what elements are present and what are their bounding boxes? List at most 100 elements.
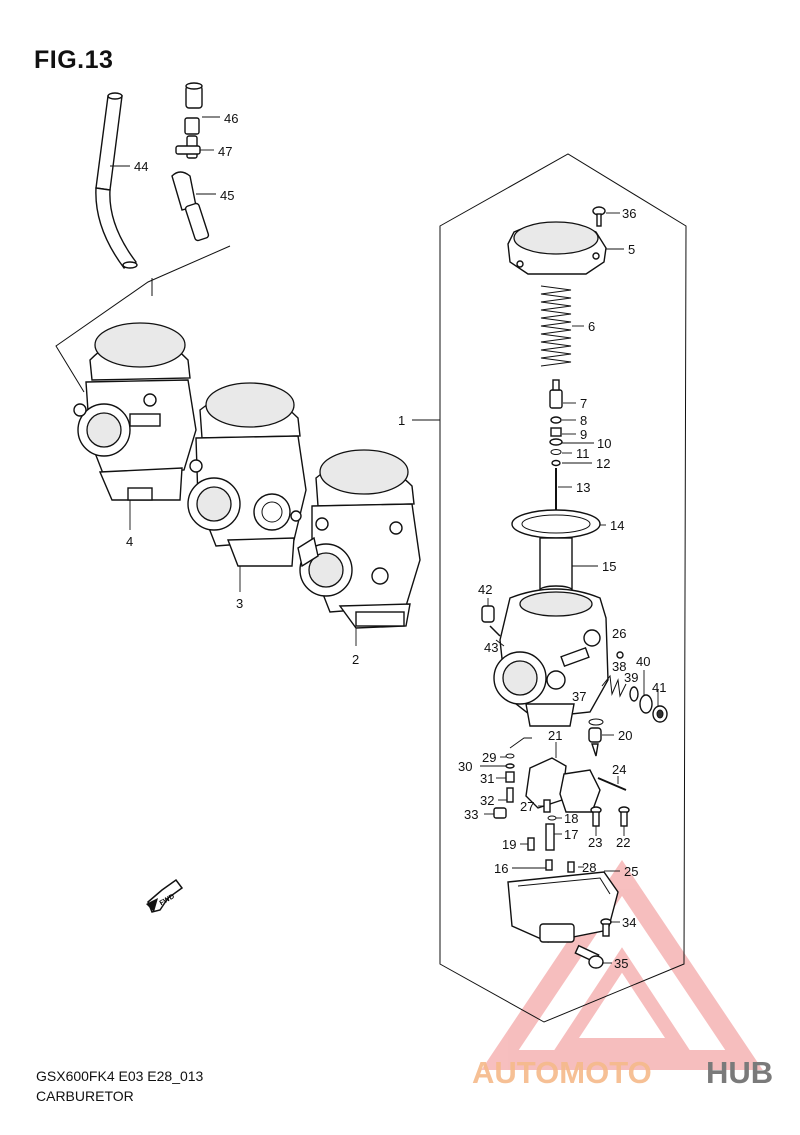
callout-30: 30 bbox=[458, 759, 472, 774]
watermark-text-part1: AUTOMOTO bbox=[472, 1055, 652, 1090]
assembly-bracket bbox=[55, 245, 231, 393]
callout-47: 47 bbox=[218, 144, 232, 159]
screw-16 bbox=[545, 859, 553, 871]
washer-10 bbox=[549, 438, 563, 446]
spring-6 bbox=[540, 285, 572, 367]
fwd-arrow-icon bbox=[146, 878, 184, 913]
watermark-text-part2: HUB bbox=[706, 1055, 773, 1090]
callout-34: 34 bbox=[622, 915, 636, 930]
callout-39: 39 bbox=[624, 670, 638, 685]
callout-18: 18 bbox=[564, 811, 578, 826]
hose-44 bbox=[95, 92, 138, 269]
callout-24: 24 bbox=[612, 762, 626, 777]
callout-6: 6 bbox=[588, 319, 595, 334]
callout-1: 1 bbox=[398, 413, 405, 428]
callout-5: 5 bbox=[628, 242, 635, 257]
footer-name: CARBURETOR bbox=[36, 1088, 134, 1104]
callout-13: 13 bbox=[576, 480, 590, 495]
callout-19: 19 bbox=[502, 837, 516, 852]
callout-35: 35 bbox=[614, 956, 628, 971]
callout-38: 38 bbox=[612, 659, 626, 674]
spring-38 bbox=[601, 674, 627, 698]
watermark: AUTOMOTO HUB bbox=[472, 1055, 773, 1090]
callout-32: 32 bbox=[480, 793, 494, 808]
callout-40: 40 bbox=[636, 654, 650, 669]
callout-44: 44 bbox=[134, 159, 148, 174]
spring-31 bbox=[505, 771, 515, 783]
carburetor-body bbox=[493, 588, 609, 727]
carburetor-3 bbox=[187, 382, 307, 567]
cap-33 bbox=[493, 807, 507, 819]
needle-valve-20 bbox=[588, 718, 604, 757]
callout-23: 23 bbox=[588, 835, 602, 850]
callout-9: 9 bbox=[580, 427, 587, 442]
screw-23 bbox=[590, 806, 602, 827]
callout-29: 29 bbox=[482, 750, 496, 765]
jet-19 bbox=[527, 837, 535, 851]
callout-14: 14 bbox=[610, 518, 624, 533]
piston-15 bbox=[539, 537, 573, 595]
float-21 bbox=[525, 742, 601, 813]
callout-labels: 1 2 3 4 5 6 7 8 9 10 11 12 13 14 15 16 1… bbox=[126, 111, 666, 971]
jet-27 bbox=[543, 799, 551, 813]
callout-25: 25 bbox=[624, 864, 638, 879]
footer-code: GSX600FK4 E03 E28_013 bbox=[36, 1068, 204, 1084]
callout-2: 2 bbox=[352, 652, 359, 667]
needle-holder-7 bbox=[549, 379, 563, 409]
watermark-triangle bbox=[481, 860, 763, 1070]
o-ring-29 bbox=[505, 753, 515, 759]
callout-21: 21 bbox=[548, 728, 562, 743]
callout-11: 11 bbox=[576, 446, 590, 461]
carburetor-4 bbox=[73, 322, 197, 501]
o-ring-18 bbox=[547, 815, 557, 821]
callout-37: 37 bbox=[572, 689, 586, 704]
callout-33: 33 bbox=[464, 807, 478, 822]
washer-12 bbox=[551, 459, 561, 467]
screw-26 bbox=[616, 651, 624, 659]
washer-30 bbox=[505, 763, 515, 769]
callout-20: 20 bbox=[618, 728, 632, 743]
callout-17: 17 bbox=[564, 827, 578, 842]
diaphragm-14 bbox=[511, 509, 601, 539]
float-chamber-25 bbox=[507, 871, 619, 943]
hose-45-46-47 bbox=[171, 82, 210, 242]
pin-43 bbox=[489, 625, 501, 637]
callout-10: 10 bbox=[597, 436, 611, 451]
carburetor-2 bbox=[297, 449, 421, 629]
callout-28: 28 bbox=[582, 860, 596, 875]
callout-8: 8 bbox=[580, 413, 587, 428]
screw-28 bbox=[567, 861, 575, 873]
exploded-bracket bbox=[439, 153, 687, 1023]
callout-22: 22 bbox=[616, 835, 630, 850]
screw-32 bbox=[506, 787, 514, 803]
float-pin-24 bbox=[597, 777, 627, 791]
callout-12: 12 bbox=[596, 456, 610, 471]
screw-34 bbox=[600, 918, 612, 937]
callout-36: 36 bbox=[622, 206, 636, 221]
callout-3: 3 bbox=[236, 596, 243, 611]
screw-40 bbox=[639, 694, 653, 714]
callout-7: 7 bbox=[580, 396, 587, 411]
callout-41: 41 bbox=[652, 680, 666, 695]
drain-screw-35 bbox=[574, 944, 604, 969]
callout-45: 45 bbox=[220, 188, 234, 203]
callout-4: 4 bbox=[126, 534, 133, 549]
washer-39 bbox=[629, 686, 639, 702]
callout-46: 46 bbox=[224, 111, 238, 126]
callout-16: 16 bbox=[494, 861, 508, 876]
washer-8 bbox=[550, 416, 562, 424]
screw-22 bbox=[618, 806, 630, 827]
spring-9 bbox=[550, 427, 562, 437]
cap-42 bbox=[481, 605, 495, 623]
callout-42: 42 bbox=[478, 582, 492, 597]
callout-26: 26 bbox=[612, 626, 626, 641]
callout-31: 31 bbox=[480, 771, 494, 786]
clip-11 bbox=[550, 449, 562, 455]
callout-43: 43 bbox=[484, 640, 498, 655]
top-cap-5 bbox=[507, 221, 607, 275]
callout-27: 27 bbox=[520, 799, 534, 814]
screw-36 bbox=[592, 206, 606, 227]
figure-title: FIG.13 bbox=[34, 46, 114, 74]
callout-15: 15 bbox=[602, 559, 616, 574]
